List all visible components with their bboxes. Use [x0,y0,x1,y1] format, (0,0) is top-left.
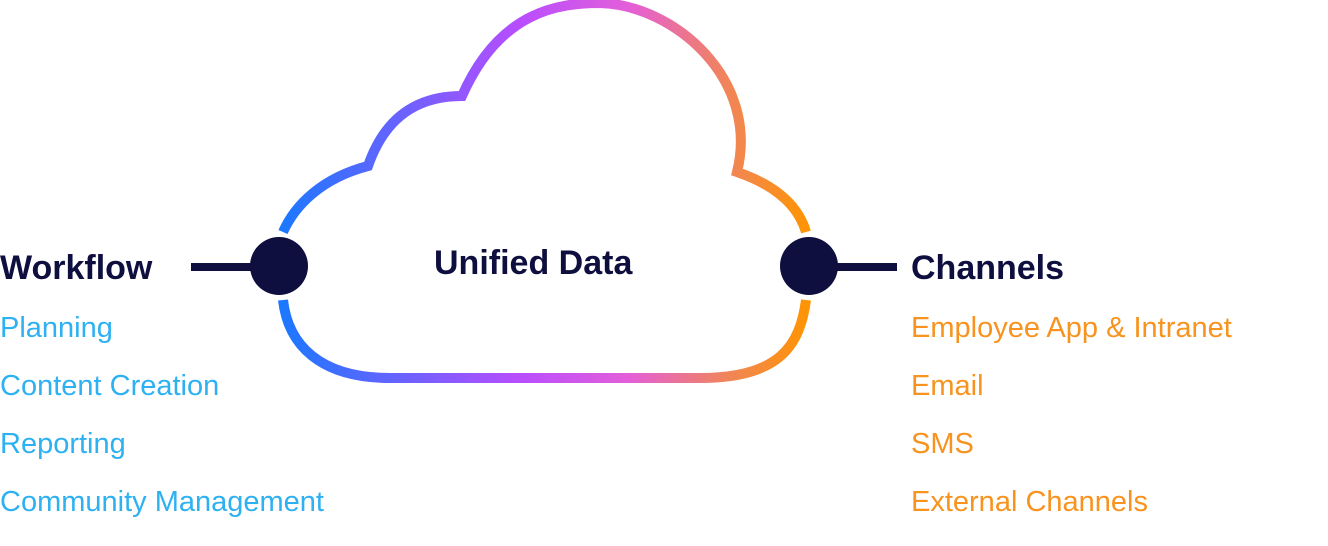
workflow-item-content-creation: Content Creation [0,370,220,402]
channels-connector-node [780,237,838,295]
cloud-outline [278,0,811,235]
workflow-item-community-management: Community Management [0,486,324,518]
workflow-list: Planning Content Creation Reporting Comm… [0,311,324,543]
workflow-item-reporting: Reporting [0,428,126,460]
channels-list: Employee App & Intranet Email SMS Extern… [911,311,1232,543]
channels-item-external-channels: External Channels [911,486,1148,518]
channels-item-sms: SMS [911,428,974,460]
cloud-outline-bottom [278,299,811,383]
workflow-connector-node [250,237,308,295]
workflow-item-planning: Planning [0,312,113,344]
channels-heading: Channels [911,249,1065,287]
unified-data-title: Unified Data [434,244,633,282]
workflow-heading: Workflow [0,249,153,287]
channels-item-email: Email [911,370,984,402]
channels-item-employee-app: Employee App & Intranet [911,312,1232,344]
